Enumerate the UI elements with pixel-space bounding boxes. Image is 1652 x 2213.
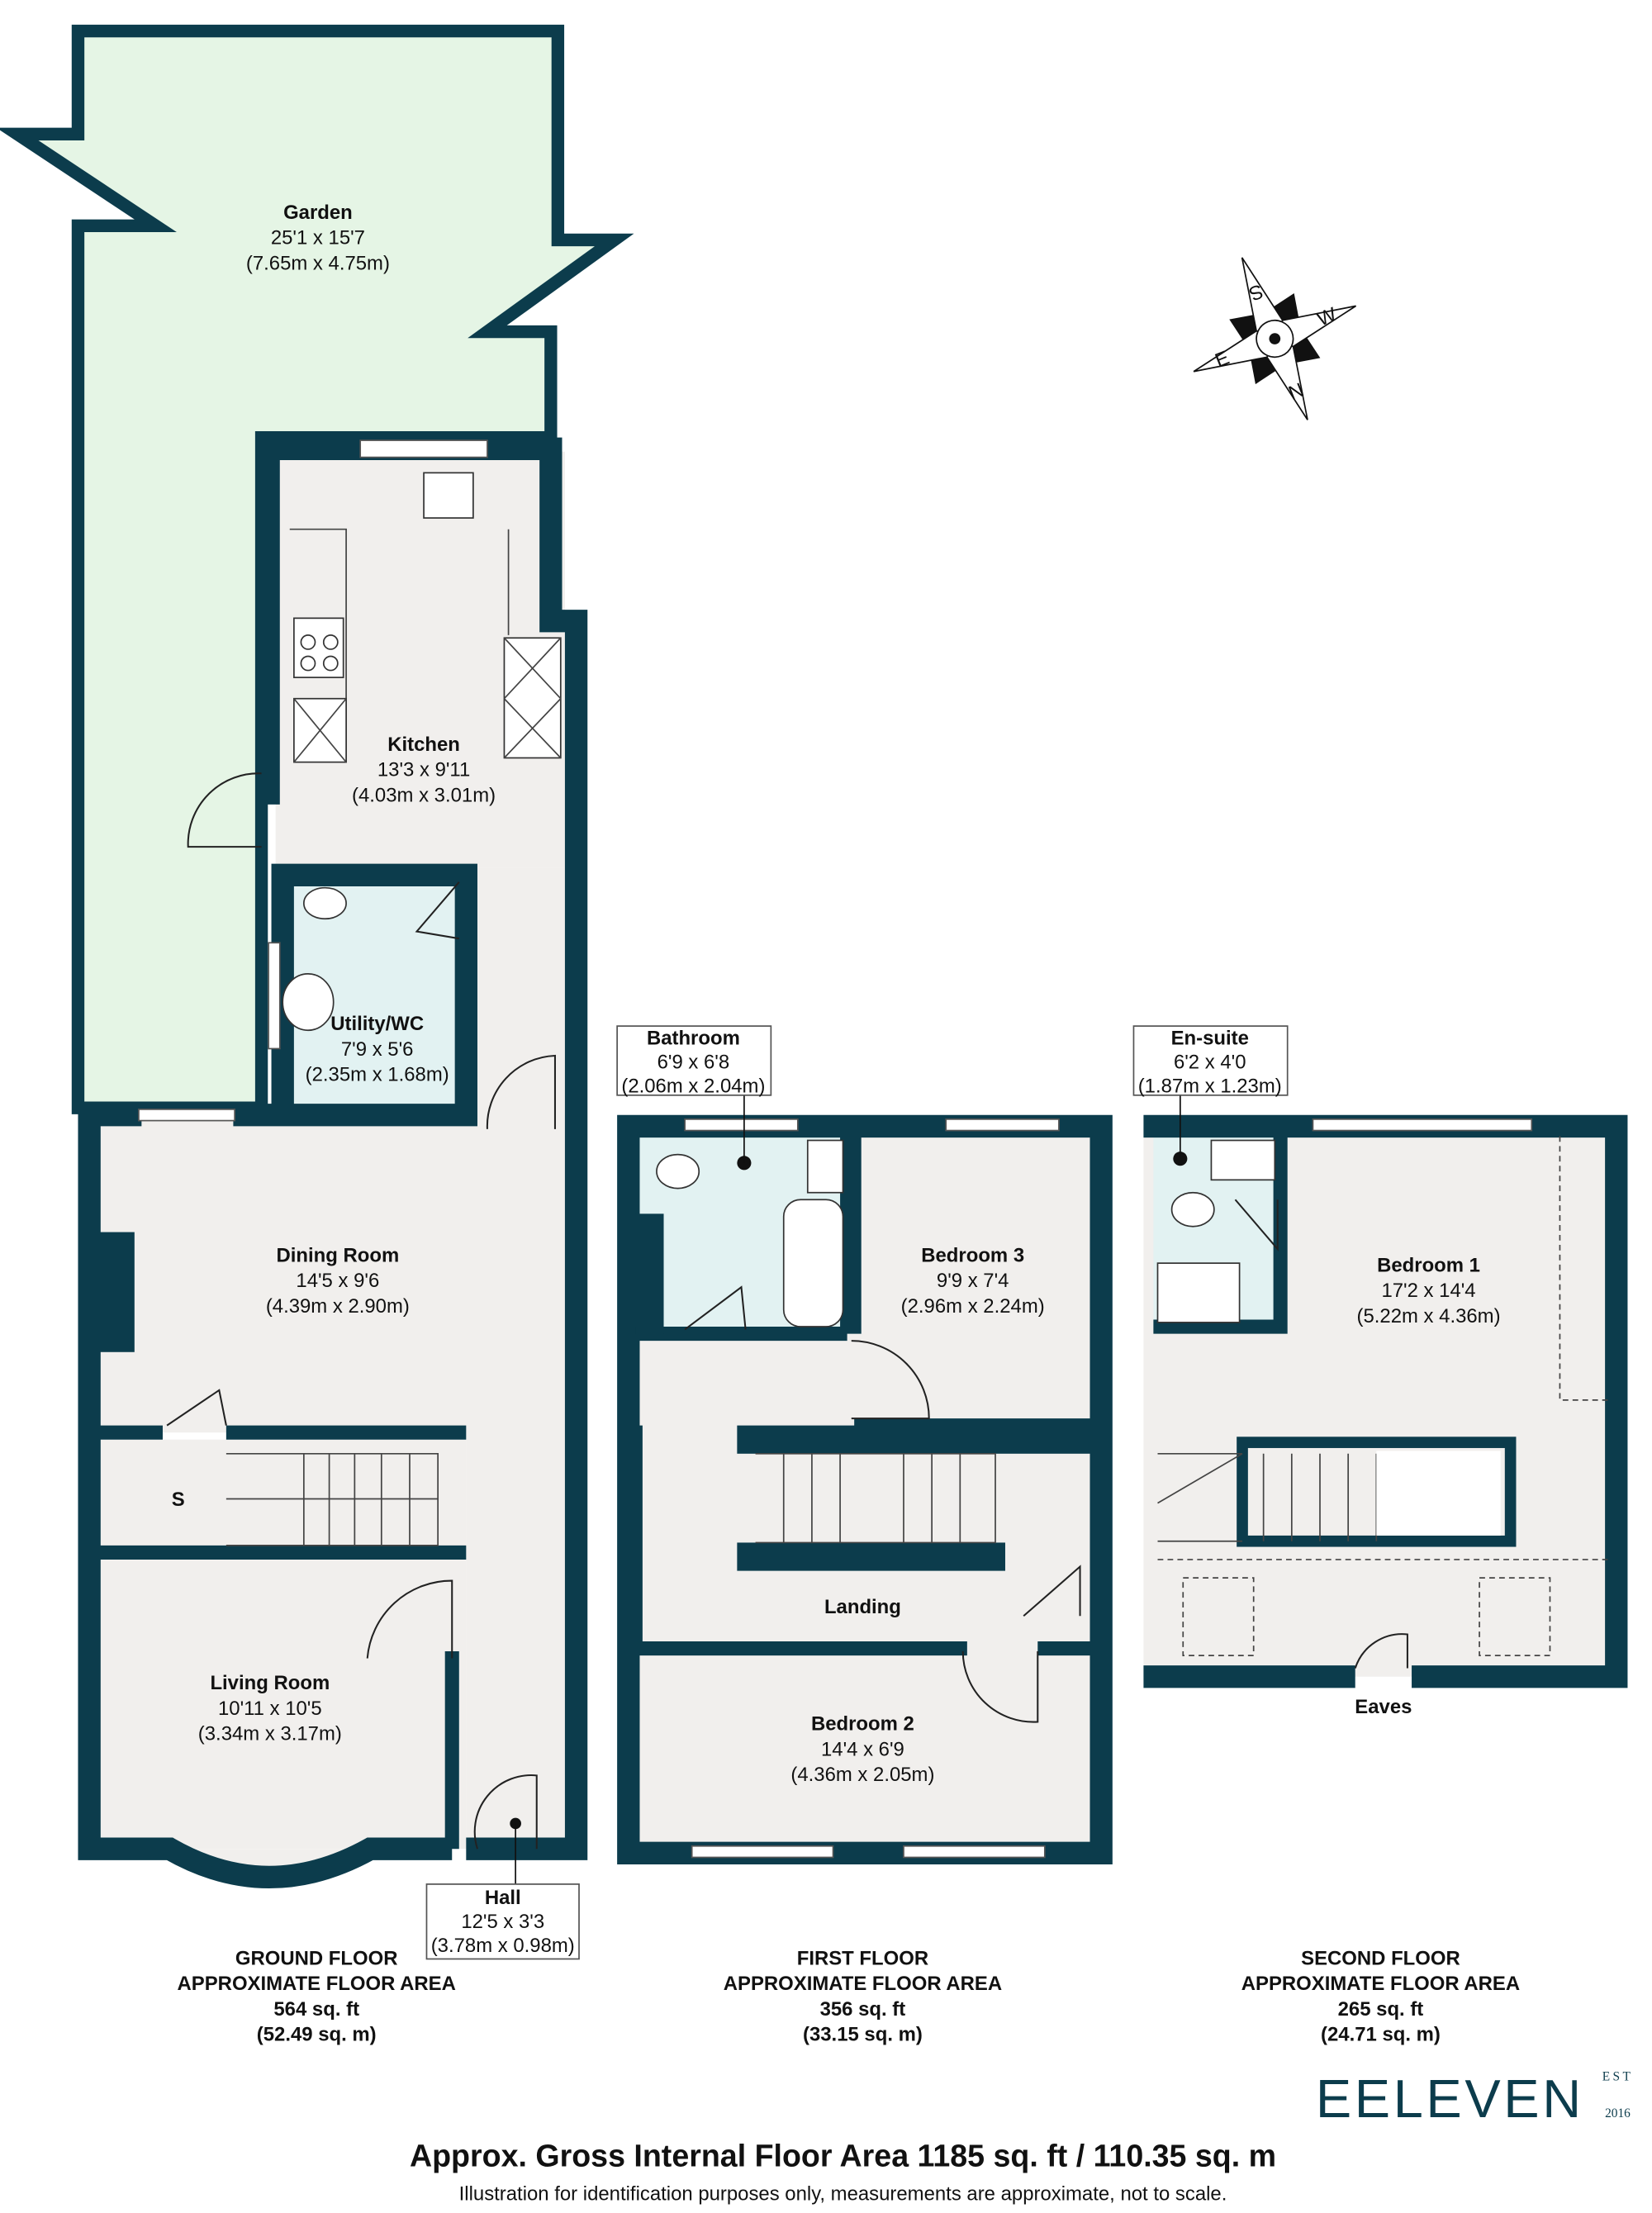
svg-text:25'1 x 15'7: 25'1 x 15'7 — [271, 227, 365, 249]
svg-text:(5.22m x 4.36m): (5.22m x 4.36m) — [1357, 1305, 1501, 1327]
svg-text:6'2 x 4'0: 6'2 x 4'0 — [1174, 1051, 1246, 1073]
svg-text:(4.03m x 3.01m): (4.03m x 3.01m) — [352, 784, 496, 806]
svg-text:(1.87m x 1.23m): (1.87m x 1.23m) — [1138, 1075, 1282, 1097]
svg-text:(3.78m x 0.98m): (3.78m x 0.98m) — [431, 1935, 575, 1957]
svg-text:7'9 x 5'6: 7'9 x 5'6 — [341, 1038, 414, 1061]
svg-text:Utility/WC: Utility/WC — [330, 1013, 424, 1035]
room-label-bathroom: Bathroom 6'9 x 6'8 (2.06m x 2.04m) — [616, 1025, 772, 1097]
svg-text:Bedroom 3: Bedroom 3 — [921, 1244, 1024, 1266]
svg-text:6'9 x 6'8: 6'9 x 6'8 — [657, 1051, 730, 1073]
eeleven-logo: EELEVEN EST 2016 — [1316, 2068, 1634, 2129]
svg-text:(52.49 sq. m): (52.49 sq. m) — [257, 2024, 377, 2046]
room-label-dining: Dining Room 14'5 x 9'6 (4.39m x 2.90m) — [266, 1244, 410, 1318]
room-label-living: Living Room 10'11 x 10'5 (3.34m x 3.17m) — [198, 1672, 342, 1745]
room-label-bedroom1: Bedroom 1 17'2 x 14'4 (5.22m x 4.36m) — [1357, 1254, 1501, 1327]
svg-text:13'3 x 9'11: 13'3 x 9'11 — [377, 759, 470, 781]
svg-text:Hall: Hall — [485, 1887, 521, 1909]
ground-floor-plan — [78, 437, 588, 1888]
svg-text:Living Room: Living Room — [210, 1672, 330, 1694]
logo-est: EST — [1602, 2069, 1634, 2083]
room-label-hall: Hall 12'5 x 3'3 (3.78m x 0.98m) — [425, 1883, 580, 1960]
svg-text:265 sq. ft: 265 sq. ft — [1338, 1998, 1424, 2021]
disclaimer: Illustration for identification purposes… — [459, 2183, 1227, 2206]
room-label-bedroom3: Bedroom 3 9'9 x 7'4 (2.96m x 2.24m) — [901, 1244, 1045, 1318]
svg-text:17'2 x 14'4: 17'2 x 14'4 — [1381, 1280, 1475, 1302]
svg-text:Kitchen: Kitchen — [387, 734, 460, 756]
compass-s: S — [1246, 279, 1266, 305]
svg-text:Bedroom 1: Bedroom 1 — [1377, 1254, 1480, 1276]
svg-text:10'11 x 10'5: 10'11 x 10'5 — [218, 1698, 322, 1720]
svg-text:(2.96m x 2.24m): (2.96m x 2.24m) — [901, 1295, 1045, 1318]
first-floor-plan — [617, 1094, 1113, 1864]
room-label-landing: Landing — [824, 1596, 901, 1618]
svg-text:En-suite: En-suite — [1171, 1027, 1249, 1049]
room-label-kitchen: Kitchen 13'3 x 9'11 (4.03m x 3.01m) — [352, 734, 496, 807]
svg-text:Garden: Garden — [283, 202, 353, 224]
svg-text:(2.06m x 2.04m): (2.06m x 2.04m) — [621, 1075, 765, 1097]
svg-text:(2.35m x 1.68m): (2.35m x 1.68m) — [306, 1064, 449, 1086]
svg-text:FIRST FLOOR: FIRST FLOOR — [797, 1947, 928, 1969]
svg-text:14'4 x 6'9: 14'4 x 6'9 — [821, 1738, 904, 1760]
svg-text:(24.71 sq. m): (24.71 sq. m) — [1321, 2024, 1441, 2046]
room-label-ensuite: En-suite 6'2 x 4'0 (1.87m x 1.23m) — [1132, 1025, 1289, 1097]
room-label-storage: S — [172, 1489, 185, 1511]
svg-text:(4.39m x 2.90m): (4.39m x 2.90m) — [266, 1295, 410, 1318]
svg-text:Bathroom: Bathroom — [647, 1027, 740, 1049]
room-label-eaves: Eaves — [1355, 1696, 1412, 1718]
first-floor-area: FIRST FLOOR APPROXIMATE FLOOR AREA 356 s… — [724, 1947, 1002, 2045]
second-floor-plan — [1143, 1094, 1628, 1688]
svg-text:356 sq. ft: 356 sq. ft — [820, 1998, 906, 2021]
svg-text:APPROXIMATE FLOOR AREA: APPROXIMATE FLOOR AREA — [178, 1973, 456, 1995]
svg-text:Bedroom 2: Bedroom 2 — [811, 1713, 914, 1736]
logo-year: 2016 — [1605, 2106, 1631, 2120]
ground-floor-area: GROUND FLOOR APPROXIMATE FLOOR AREA 564 … — [178, 1947, 456, 2045]
svg-text:12'5 x 3'3: 12'5 x 3'3 — [461, 1911, 544, 1933]
svg-text:SECOND FLOOR: SECOND FLOOR — [1301, 1947, 1460, 1969]
svg-text:564 sq. ft: 564 sq. ft — [273, 1998, 359, 2021]
room-label-garden: Garden 25'1 x 15'7 (7.65m x 4.75m) — [246, 202, 390, 275]
room-label-utility: Utility/WC 7'9 x 5'6 (2.35m x 1.68m) — [306, 1013, 449, 1086]
svg-text:(3.34m x 3.17m): (3.34m x 3.17m) — [198, 1723, 342, 1745]
svg-text:14'5 x 9'6: 14'5 x 9'6 — [296, 1270, 379, 1292]
svg-text:APPROXIMATE FLOOR AREA: APPROXIMATE FLOOR AREA — [1241, 1973, 1520, 1995]
svg-text:Dining Room: Dining Room — [276, 1244, 399, 1266]
compass-icon: S N E W — [1193, 257, 1356, 420]
room-label-bedroom2: Bedroom 2 14'4 x 6'9 (4.36m x 2.05m) — [790, 1713, 934, 1787]
svg-text:(7.65m x 4.75m): (7.65m x 4.75m) — [246, 252, 390, 274]
second-floor-area: SECOND FLOOR APPROXIMATE FLOOR AREA 265 … — [1241, 1947, 1520, 2045]
total-floor-area: Approx. Gross Internal Floor Area 1185 s… — [410, 2139, 1276, 2173]
svg-text:(33.15 sq. m): (33.15 sq. m) — [803, 2024, 923, 2046]
svg-text:APPROXIMATE FLOOR AREA: APPROXIMATE FLOOR AREA — [724, 1973, 1002, 1995]
logo-wordmark: EELEVEN — [1316, 2068, 1581, 2129]
svg-text:9'9 x 7'4: 9'9 x 7'4 — [937, 1270, 1009, 1292]
svg-text:(4.36m x 2.05m): (4.36m x 2.05m) — [790, 1764, 934, 1786]
svg-text:GROUND FLOOR: GROUND FLOOR — [235, 1947, 398, 1969]
